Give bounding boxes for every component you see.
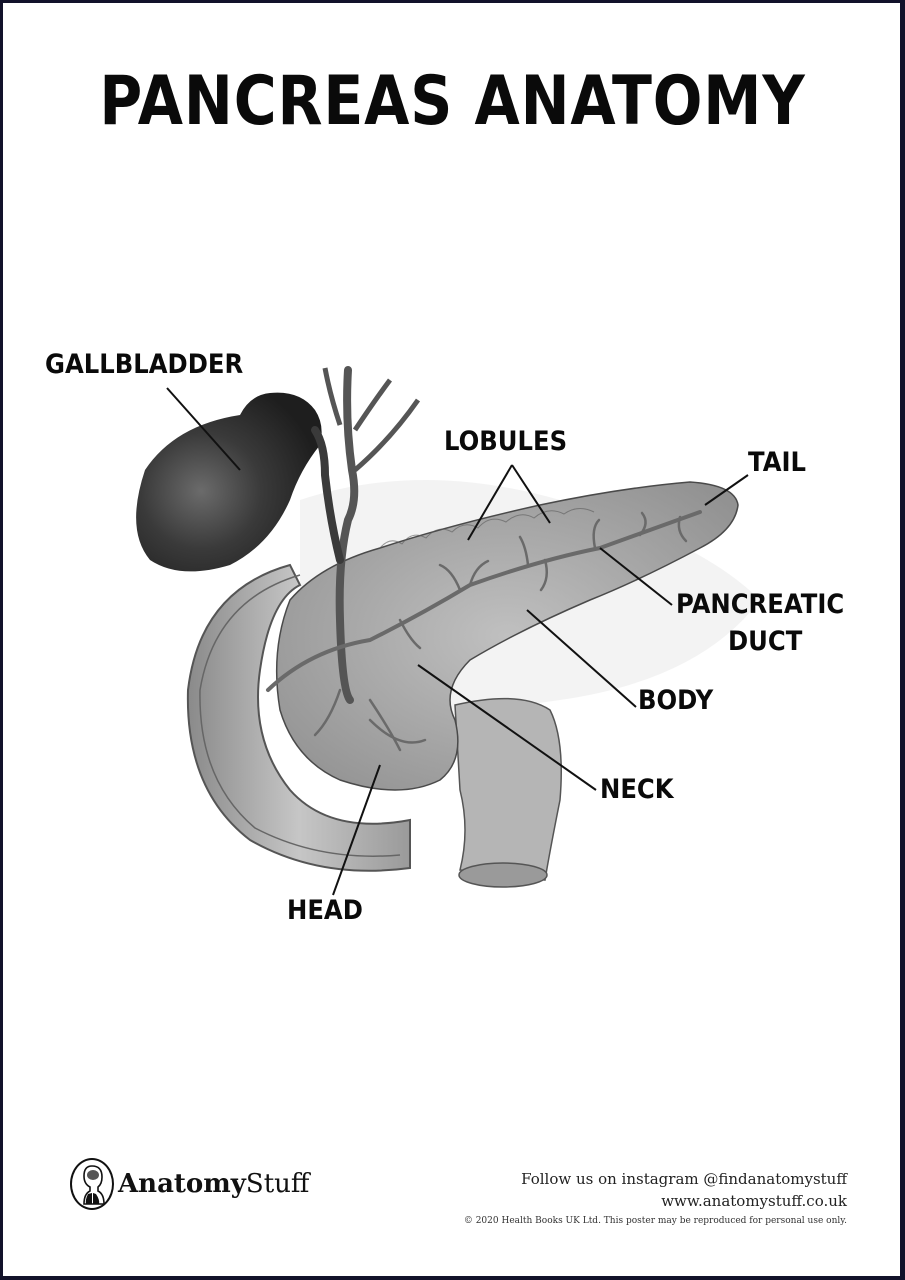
label-tail: TAIL: [748, 447, 807, 478]
pancreas: [275, 481, 739, 791]
label-body: BODY: [638, 685, 714, 716]
label-head: HEAD: [287, 895, 363, 926]
bile-duct: [335, 366, 359, 704]
leader-head: [332, 764, 381, 896]
human-head-lungs-icon: [70, 1158, 114, 1210]
leader-body: [526, 609, 637, 708]
jejunum: [454, 697, 562, 881]
label-pancreatic-duct-line1: PANCREATIC: [676, 589, 845, 620]
leader-tail: [704, 474, 749, 506]
leader-neck: [417, 664, 597, 791]
footer-website[interactable]: www.anatomystuff.co.uk: [661, 1192, 847, 1210]
label-neck: NECK: [600, 774, 674, 805]
footer-copyright: © 2020 Health Books UK Ltd. This poster …: [463, 1216, 847, 1226]
label-gallbladder: GALLBLADDER: [45, 349, 244, 380]
gallbladder: [136, 392, 322, 572]
leader-lobules-right: [511, 464, 551, 524]
label-pancreatic-duct-line2: DUCT: [728, 626, 803, 657]
leader-gallbladder: [166, 387, 241, 471]
logo-text-light: Stuff: [245, 1169, 310, 1199]
footer-instagram: Follow us on instagram @findanatomystuff: [521, 1170, 847, 1188]
label-lobules: LOBULES: [444, 426, 568, 457]
page-title: PANCREAS ANATOMY: [99, 62, 806, 141]
leader-pancreatic-duct: [599, 547, 673, 606]
duodenum: [186, 563, 411, 872]
leader-lobules-left: [467, 464, 513, 541]
logo-text-bold: Anatomy: [118, 1169, 246, 1199]
